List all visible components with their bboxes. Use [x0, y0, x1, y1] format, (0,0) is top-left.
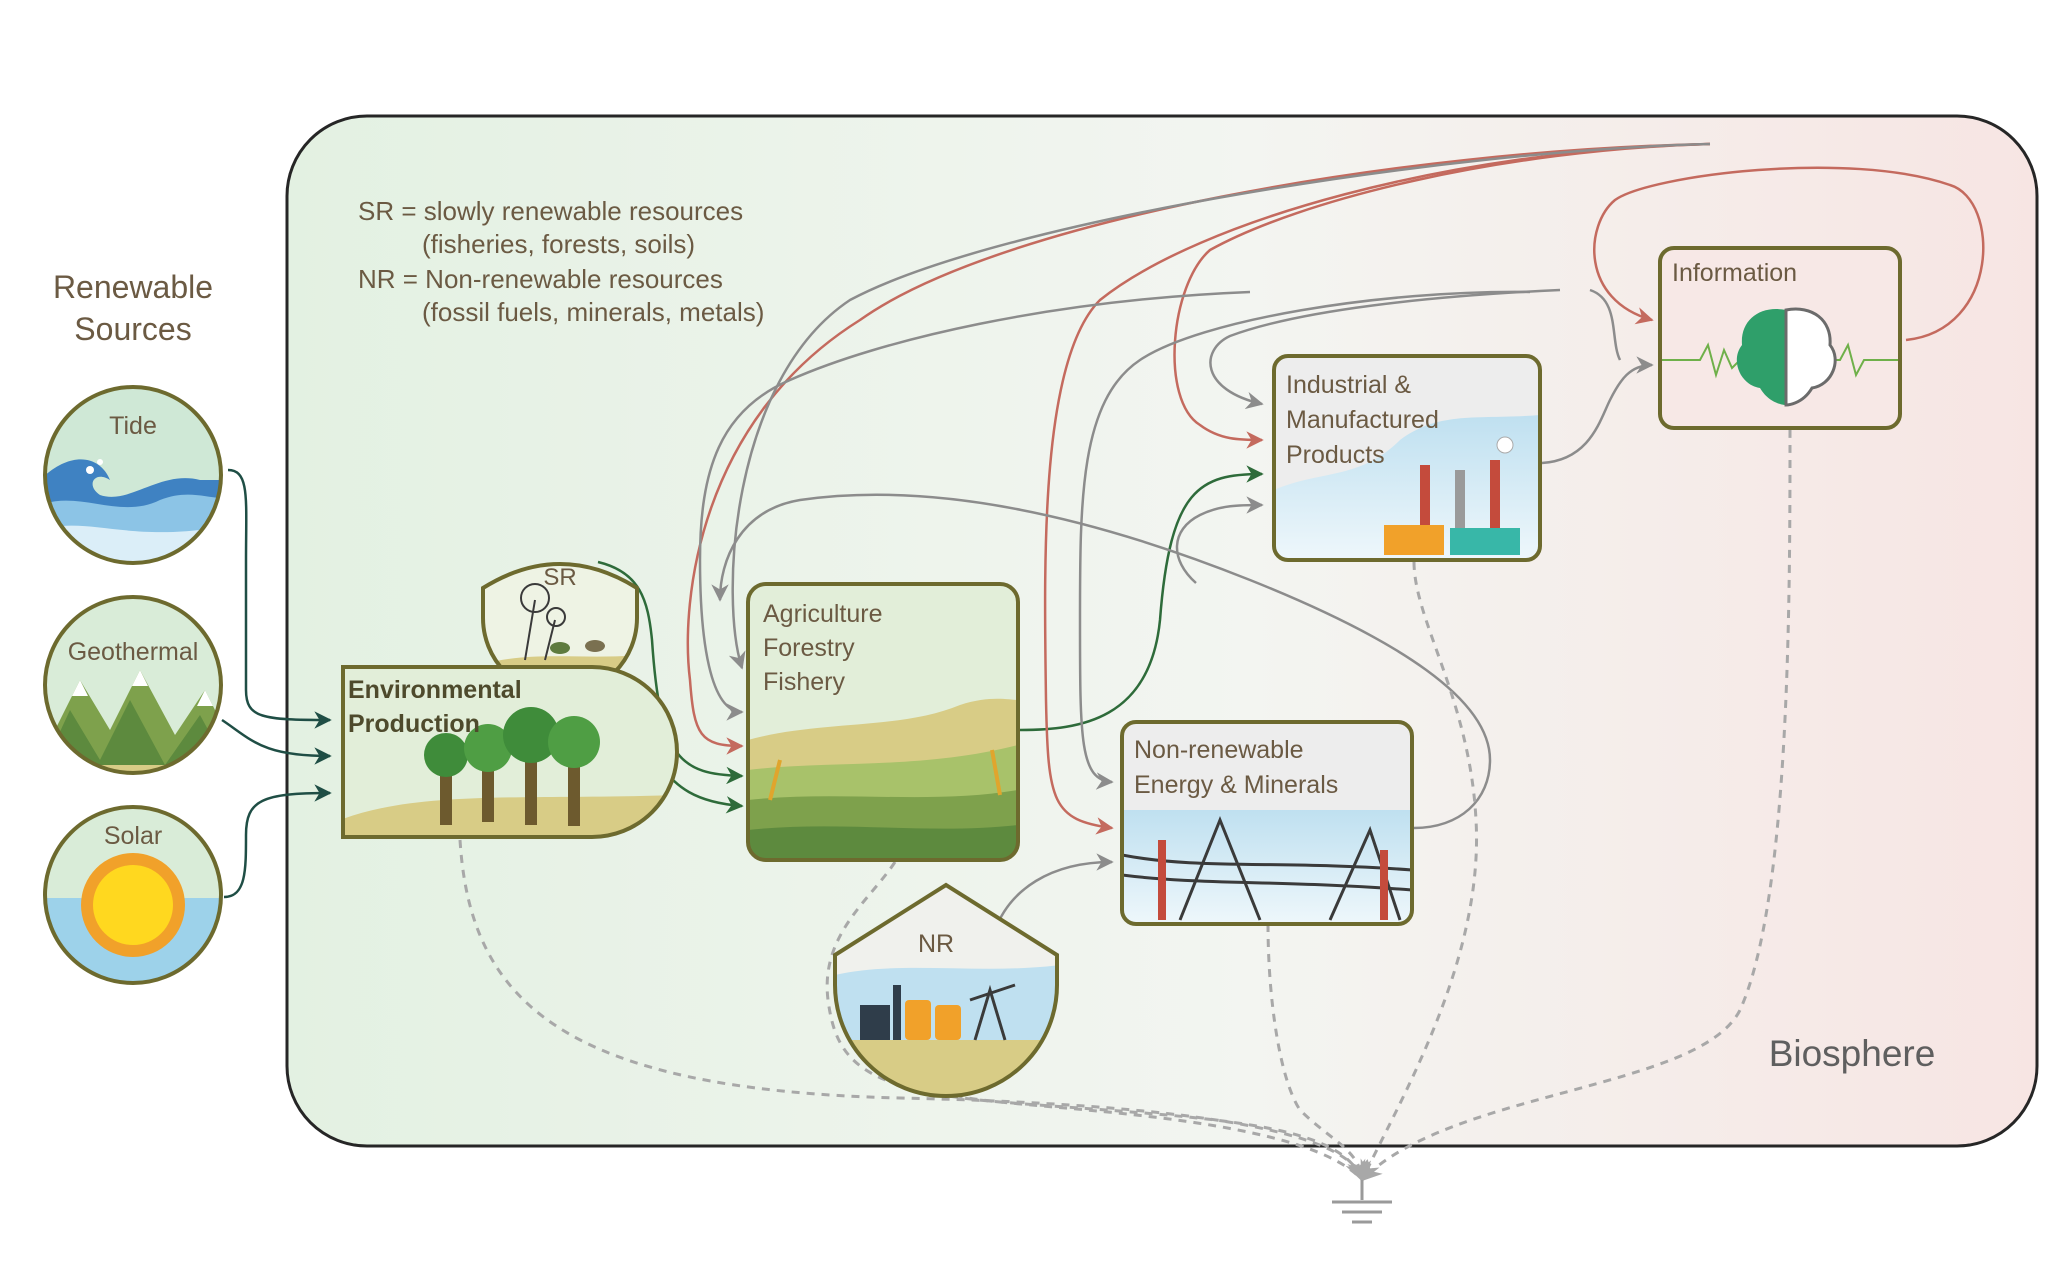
dandelion-icon	[520, 583, 566, 661]
solar-label: Solar	[104, 822, 162, 850]
sr-label: SR	[543, 564, 576, 591]
legend-nr-detail: (fossil fuels, minerals, metals)	[422, 297, 764, 327]
information-node: Information	[1658, 246, 1902, 430]
environmental-label-line2: Production	[348, 710, 480, 738]
tide-source: Tide	[43, 385, 223, 565]
heat-sink-ground-icon	[1332, 1180, 1392, 1224]
agriculture-label-line1: Agriculture	[763, 600, 883, 628]
flow-information-to-nonrenewable	[1043, 142, 1711, 835]
flow-solar-to-environmental	[223, 784, 332, 899]
information-label: Information	[1672, 259, 1797, 287]
flow-information-to-industrial	[1173, 142, 1711, 449]
flow-nr-to-nonrenewable	[993, 853, 1114, 931]
industrial-label-line1: Industrial &	[1286, 371, 1411, 399]
flow-industrial-to-industrial	[1209, 288, 1561, 410]
material-flows	[698, 142, 1711, 931]
nonrenewable-label-line1: Non-renewable	[1134, 736, 1304, 764]
sun-icon	[81, 853, 185, 957]
renewable-flows	[221, 468, 332, 899]
industrial-label-line2: Manufactured	[1286, 406, 1439, 434]
agriculture-label-line3: Fishery	[763, 668, 845, 696]
forest-icon	[424, 707, 600, 826]
sink-information	[1360, 429, 1792, 1182]
sink-nonrenewable	[1266, 923, 1372, 1183]
renewable-sources-title-line1: Renewable	[53, 269, 213, 305]
wheat-icon	[768, 749, 1002, 801]
industrial-label-line3: Products	[1286, 441, 1385, 469]
sink-industrial	[1360, 561, 1479, 1182]
agriculture-node: Agriculture Forestry Fishery	[746, 582, 1020, 862]
factory-icon	[1384, 436, 1520, 555]
flow-sr-to-agriculture	[597, 560, 744, 785]
nonrenewable-node: Non-renewable Energy & Minerals	[1120, 720, 1414, 926]
environmental-production-node: Environmental Production	[341, 665, 679, 839]
environmental-label-line1: Environmental	[348, 676, 522, 704]
flow-tide-to-environmental	[227, 468, 332, 729]
solar-source: Solar	[43, 805, 223, 985]
geothermal-label: Geothermal	[68, 638, 199, 666]
nr-label: NR	[918, 930, 954, 958]
flow-information-to-agriculture	[686, 142, 1711, 755]
refinery-icon	[860, 983, 1016, 1041]
biosphere-label: Biosphere	[1769, 1033, 1936, 1074]
flow-industrial-to-information	[1541, 356, 1654, 465]
brain-icon	[1736, 307, 1837, 407]
nonrenewable-label-line2: Energy & Minerals	[1134, 771, 1338, 799]
flow-information-loop	[1593, 166, 1985, 342]
flow-industrial-to-agriculture	[698, 290, 1251, 721]
sink-nr	[954, 1093, 1364, 1181]
agriculture-label-line2: Forestry	[763, 634, 855, 662]
flow-information-to-agriculture-gray	[728, 142, 1711, 670]
bird-icon	[550, 640, 605, 654]
legend-sr-line: SR = slowly renewable resources	[358, 196, 743, 226]
flow-industrial-to-nonrenewable	[1078, 290, 1531, 790]
signal-wave-icon	[1660, 342, 1900, 379]
flow-nonrenewable-to-industrial	[1175, 496, 1264, 584]
legend-sr-detail: (fisheries, forests, soils)	[422, 229, 695, 259]
legend: SR = slowly renewable resources (fisheri…	[358, 196, 764, 327]
tide-label: Tide	[109, 412, 157, 440]
biosphere-container	[285, 114, 2039, 1148]
legend-nr-line: NR = Non-renewable resources	[358, 264, 723, 294]
power-lines-icon	[1122, 815, 1412, 921]
information-flows	[686, 142, 1985, 835]
industrial-node: Industrial & Manufactured Products	[1272, 354, 1542, 562]
flow-agriculture-to-industrial	[1019, 465, 1264, 732]
geothermal-source: Geothermal	[43, 595, 223, 775]
renewable-sources-title-line2: Sources	[74, 311, 191, 347]
flow-geothermal-to-environmental	[221, 718, 332, 765]
flow-agriculture-to-information-gray	[1589, 288, 1622, 361]
flow-nonrenewable-to-agriculture	[711, 493, 1492, 830]
